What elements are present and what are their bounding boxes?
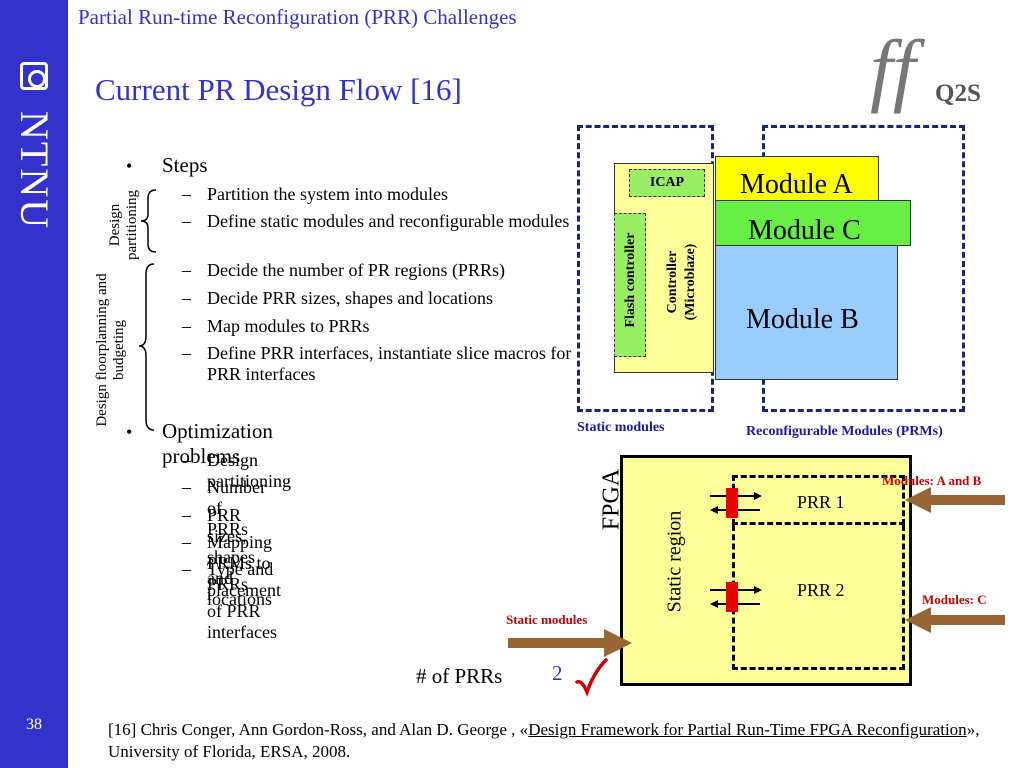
optimization-item: Mapping PRMs to PRRs (207, 532, 272, 594)
dash-icon: – (182, 211, 191, 231)
arrow-static-label: Static modules (506, 612, 588, 627)
static-modules-caption: Static modules (577, 420, 665, 435)
fpga-block (620, 455, 912, 686)
prr1-label: PRR 1 (797, 492, 845, 512)
slide-title: Current PR Design Flow [16] (95, 72, 462, 107)
optimization-heading: Optimization problems (162, 419, 273, 468)
bullet-icon: • (126, 156, 133, 176)
checkmark-icon (575, 658, 608, 697)
optimization-item: Number of PRRs (207, 477, 266, 539)
step-item: Define static modules and reconfigurable… (207, 211, 570, 231)
dash-icon: – (182, 260, 191, 280)
flash-controller-label: Flash controller (623, 232, 638, 328)
ntnu-logo-text: NTNU (12, 111, 57, 231)
step-item: Decide PRR sizes, shapes and locations (207, 288, 493, 308)
brace-partitioning-icon (140, 189, 157, 253)
optimization-item: Design partitioning (207, 450, 291, 491)
dash-icon: – (182, 343, 191, 363)
module-c-label: Module C (748, 215, 861, 246)
prr1-connector-icon (710, 488, 762, 518)
module-c-block: Module C (715, 200, 911, 246)
dash-icon: – (182, 532, 191, 552)
bullet-icon: • (126, 422, 133, 442)
dash-icon: – (182, 184, 191, 204)
slide-topic: Partial Run-time Reconfiguration (PRR) C… (78, 5, 517, 29)
arrow-modules-c-icon (905, 607, 1005, 633)
icap-block: ICAP (629, 169, 705, 197)
step-item: Partition the system into modules (207, 184, 448, 204)
slide-number: 38 (26, 716, 42, 733)
step-item: Map modules to PRRs (207, 316, 370, 336)
reference-suffix: », University of Florida, ERSA, 2008. (108, 720, 980, 761)
flash-controller-block: Flash controller (614, 213, 646, 357)
reference-prefix: [16] Chris Conger, Ann Gordon-Ross, and … (108, 720, 529, 739)
q2s-logo-icon: ff (870, 23, 916, 114)
arrow-static-icon (508, 629, 632, 657)
prr2-connector-icon (710, 582, 762, 612)
brace-floorplanning-icon (138, 263, 155, 431)
step-item: Decide the number of PR regions (PRRs) (207, 260, 505, 280)
ntnu-logo-icon (20, 62, 48, 90)
optimization-item: Type and placement of PRR interfaces (207, 559, 281, 642)
reconfigurable-caption: Reconfigurable Modules (PRMs) (746, 424, 943, 439)
reference-title: Design Framework for Partial Run-Time FP… (528, 720, 967, 739)
dash-icon: – (182, 505, 191, 525)
arrow-modules-ab-label: Modules: A and B (882, 473, 982, 488)
dash-icon: – (182, 559, 191, 579)
num-prrs-label: # of PRRs (416, 664, 503, 688)
num-prrs-value: 2 (552, 661, 563, 685)
step-item: Define PRR interfaces, instantiate slice… (207, 343, 572, 384)
controller-label: Controller (Microblaze) (665, 243, 698, 321)
prr2-label: PRR 2 (797, 580, 845, 600)
arrow-modules-c-label: Modules: C (922, 592, 987, 607)
steps-heading: Steps (162, 153, 208, 177)
arrow-modules-ab-icon (905, 487, 1005, 513)
module-a-label: Module A (740, 169, 853, 200)
module-a-block: Module A (715, 156, 879, 204)
reference-citation: [16] Chris Conger, Ann Gordon-Ross, and … (108, 719, 1008, 763)
static-region-label: Static region (663, 510, 686, 613)
q2s-logo-text: Q2S (935, 80, 981, 107)
dash-icon: – (182, 316, 191, 336)
module-b-label: Module B (746, 304, 859, 335)
sidebar: NTNU 38 (0, 0, 68, 768)
optimization-item: PRR sizes, shapes and locations (207, 505, 272, 609)
dash-icon: – (182, 477, 191, 497)
module-b-block: Module B (715, 246, 898, 380)
dash-icon: – (182, 288, 191, 308)
dash-icon: – (182, 450, 191, 470)
